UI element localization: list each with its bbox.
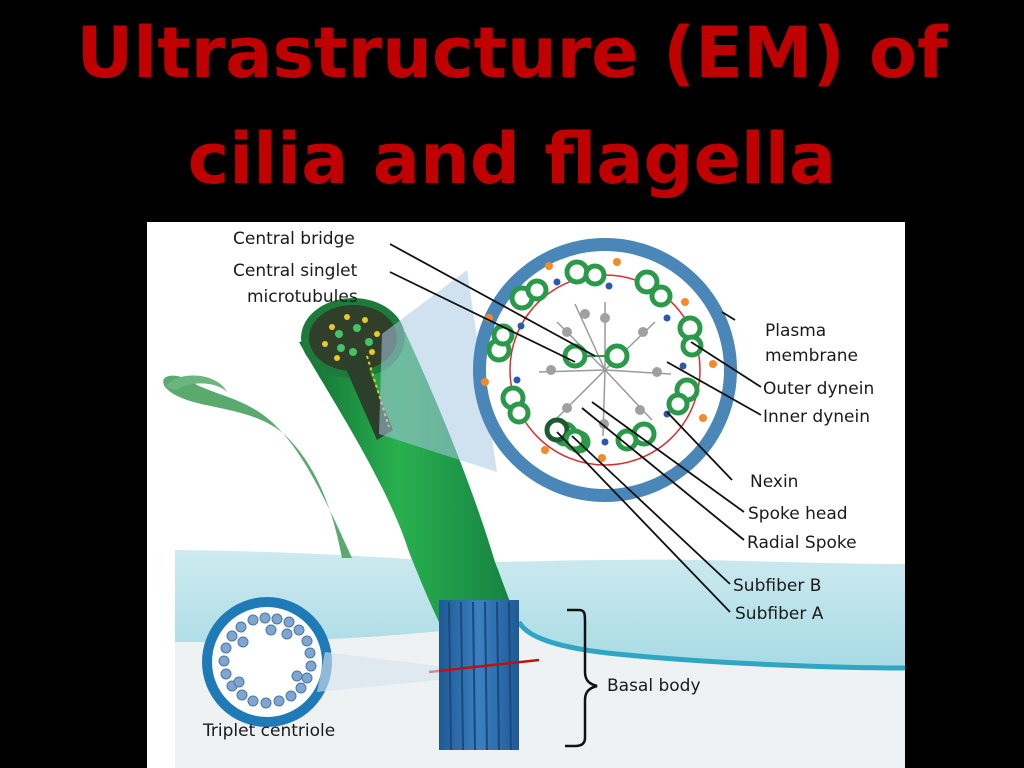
title-line-1: Ultrastructure (EM) of — [76, 12, 948, 94]
basal-body-bracket — [565, 608, 598, 748]
label-microtubules: microtubules — [247, 287, 358, 307]
label-radial-spoke: Radial Spoke — [747, 533, 857, 553]
cell-surface — [175, 550, 905, 667]
cross-section-callout — [379, 270, 497, 472]
triplet-centriole-section — [202, 597, 332, 727]
label-spoke-head: Spoke head — [748, 504, 848, 524]
label-nexin: Nexin — [750, 472, 798, 492]
label-central-singlet: Central singlet — [233, 261, 358, 281]
label-subfiber-b: Subfiber B — [733, 576, 821, 596]
secondary-flagellum — [163, 375, 352, 558]
label-plasma: Plasma — [765, 321, 826, 341]
centriole-callout — [317, 652, 439, 692]
cilium-diagram: Central bridge Central singlet microtubu… — [147, 222, 905, 768]
label-inner-dynein: Inner dynein — [763, 407, 870, 427]
membrane-line — [516, 620, 905, 671]
label-basal-body: Basal body — [607, 676, 701, 696]
label-membrane: membrane — [765, 346, 858, 366]
axoneme-cross-section — [473, 238, 737, 502]
leader-lines — [389, 243, 762, 613]
label-triplet-centriole: Triplet centriole — [202, 721, 335, 741]
basal-body — [428, 600, 540, 751]
label-central-bridge: Central bridge — [233, 229, 355, 249]
slide-title: Ultrastructure (EM) of cilia and flagell… — [0, 0, 1024, 212]
label-outer-dynein: Outer dynein — [763, 379, 874, 399]
cilium-shaft — [299, 332, 519, 622]
label-subfiber-a: Subfiber A — [735, 604, 824, 624]
flagellum-tip — [165, 375, 227, 392]
cap-detail — [322, 314, 380, 365]
title-line-2: cilia and flagella — [187, 118, 837, 200]
